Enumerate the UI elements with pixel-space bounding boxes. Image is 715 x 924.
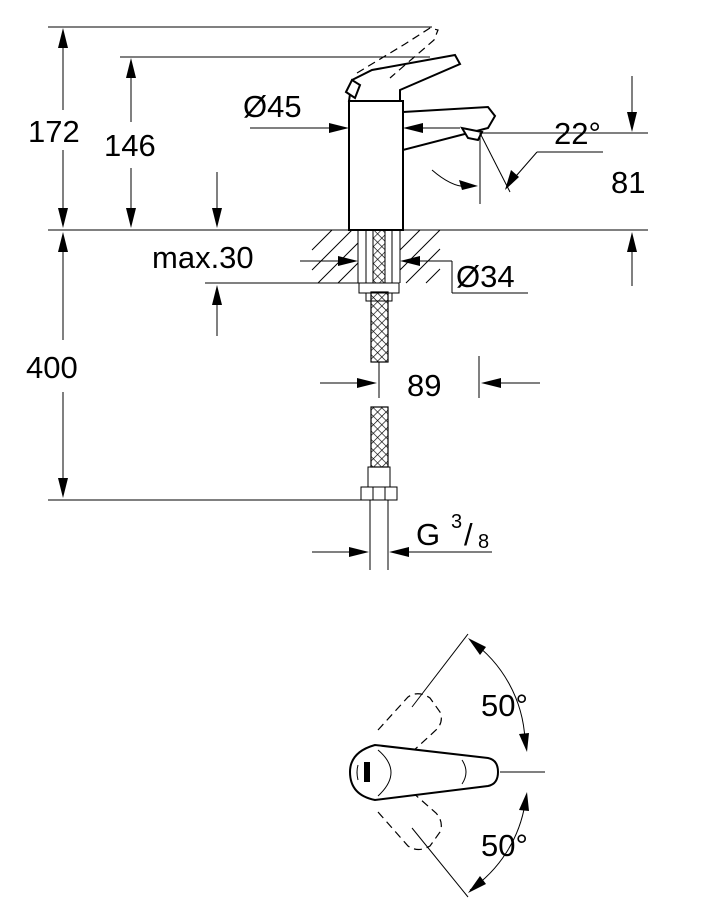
dim-146-label: 146 — [104, 128, 156, 163]
thread-g-label: G — [416, 517, 440, 552]
thread-numerator: 3 — [451, 511, 462, 533]
outlet-axis-angled — [479, 132, 511, 193]
flexible-hose-upper — [370, 291, 389, 363]
dim-81-label: 81 — [611, 165, 645, 200]
dim-50deg-top-label: 50° — [481, 688, 528, 723]
dim-o34-label: Ø34 — [456, 259, 515, 294]
dim-50deg-bottom-label: 50° — [481, 828, 528, 863]
side-view: 172 146 max.30 400 — [26, 26, 648, 570]
thread-denominator: 8 — [478, 531, 489, 553]
dim-22deg-label: 22° — [554, 116, 601, 151]
lever-position-right — [377, 791, 442, 851]
dim-o45-label: Ø45 — [243, 89, 302, 124]
dim-89-label: 89 — [407, 368, 441, 403]
top-view: 50° 50° — [348, 633, 545, 898]
dim-172-label: 172 — [28, 114, 80, 149]
lever-top-view — [348, 743, 500, 802]
flexible-hose-lower — [370, 406, 389, 468]
thread-slash: / — [464, 517, 473, 552]
lever-position-left — [377, 693, 442, 753]
dim-400-label: 400 — [26, 350, 78, 385]
dim-max30-label: max.30 — [152, 240, 254, 275]
